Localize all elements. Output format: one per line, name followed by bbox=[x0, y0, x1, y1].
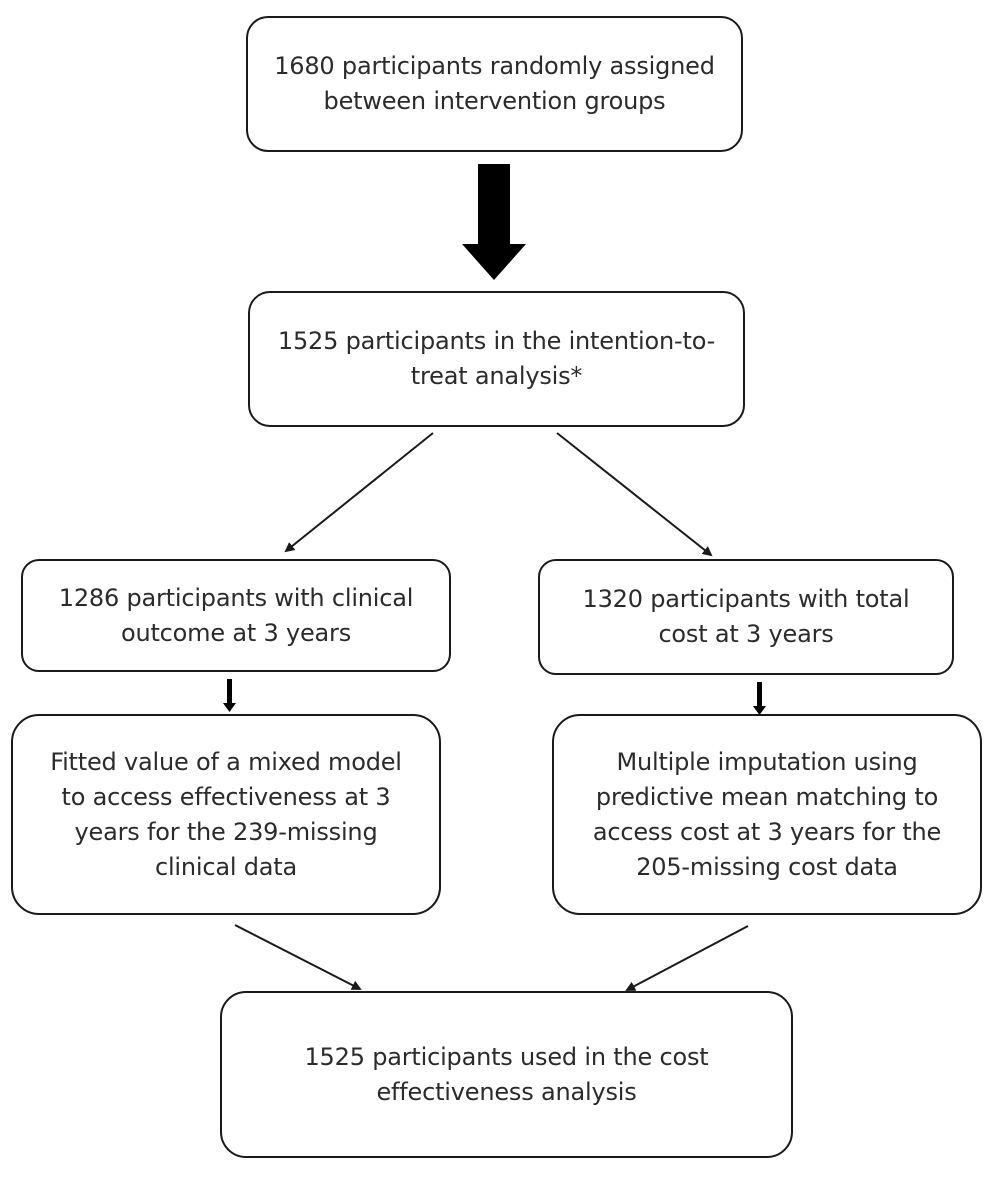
intention-to-treat-text: 1525 participants in the intention-to-tr… bbox=[277, 327, 716, 390]
fitted-value-text: Fitted value of a mixed model to access … bbox=[50, 747, 402, 881]
arrow-itt-to-cost bbox=[556, 432, 713, 557]
clinical-outcome-text: 1286 participants with clinical outcome … bbox=[58, 583, 414, 647]
fitted-value-box: Fitted value of a mixed model to access … bbox=[11, 714, 441, 915]
total-cost-text: 1320 participants with total cost at 3 y… bbox=[582, 585, 910, 648]
multiple-imputation-box: Multiple imputation using predictive mea… bbox=[552, 714, 982, 915]
randomized-participants-box: 1680 participants randomly assigned betw… bbox=[246, 16, 743, 152]
intention-to-treat-box: 1525 participants in the intention-to-tr… bbox=[248, 291, 745, 427]
arrow-itt-to-clinical bbox=[284, 432, 434, 553]
small-arrow-clinical-to-fitted bbox=[223, 679, 236, 712]
randomized-participants-text: 1680 participants randomly assigned betw… bbox=[274, 52, 715, 115]
clinical-outcome-box: 1286 participants with clinical outcome … bbox=[21, 559, 451, 672]
total-cost-box: 1320 participants with total cost at 3 y… bbox=[538, 559, 954, 675]
multiple-imputation-text: Multiple imputation using predictive mea… bbox=[592, 747, 942, 881]
arrow-imputation-to-final bbox=[625, 925, 749, 991]
block-arrow-down bbox=[462, 164, 526, 280]
cost-effectiveness-text: 1525 participants used in the cost effec… bbox=[304, 1042, 709, 1106]
cost-effectiveness-box: 1525 participants used in the cost effec… bbox=[220, 991, 793, 1158]
small-arrow-cost-to-imputation bbox=[753, 682, 766, 715]
arrow-fitted-to-final bbox=[234, 924, 362, 990]
